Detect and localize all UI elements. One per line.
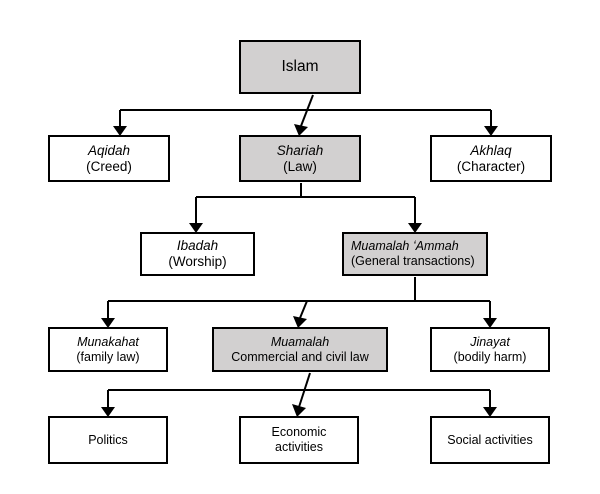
node-akhlaq-label-secondary: (Character)	[456, 158, 526, 174]
node-aqidah[interactable]: Aqidah (Creed)	[48, 135, 170, 182]
node-muamalah[interactable]: Muamalah Commercial and civil law	[212, 327, 388, 372]
edge-muamalah-ammah-to-muamalah	[299, 300, 308, 319]
node-islam[interactable]: Islam	[239, 40, 361, 94]
node-shariah-label-primary: Shariah	[276, 142, 324, 158]
node-politics[interactable]: Politics	[48, 416, 168, 464]
node-munakahat[interactable]: Munakahat (family law)	[48, 327, 168, 372]
node-ibadah[interactable]: Ibadah (Worship)	[140, 232, 255, 276]
node-muamalah-label-primary: Muamalah	[270, 334, 330, 349]
node-ibadah-label-secondary: (Worship)	[168, 254, 227, 269]
node-social-activities-label-primary: Social activities	[447, 432, 533, 447]
node-akhlaq[interactable]: Akhlaq (Character)	[430, 135, 552, 182]
node-muamalah-ammah[interactable]: Muamalah ʻAmmah (General transactions)	[342, 232, 488, 276]
edge-muamalah-to-economic-activities	[298, 372, 311, 408]
node-economic-activities[interactable]: Economic activities	[239, 416, 359, 464]
node-akhlaq-label-primary: Akhlaq	[470, 142, 512, 158]
node-munakahat-label-secondary: (family law)	[76, 349, 140, 364]
node-jinayat-label-primary: Jinayat	[470, 334, 510, 349]
node-munakahat-label-primary: Munakahat	[77, 334, 139, 349]
node-jinayat-label-secondary: (bodily harm)	[453, 349, 527, 364]
node-politics-label-primary: Politics	[88, 432, 128, 447]
node-aqidah-label-primary: Aqidah	[87, 142, 131, 158]
node-islam-label-primary: Islam	[281, 57, 319, 75]
node-economic-activities-label-secondary: activities	[275, 440, 323, 454]
node-muamalah-ammah-label-secondary: (General transactions)	[351, 254, 475, 268]
node-social-activities[interactable]: Social activities	[430, 416, 550, 464]
node-ibadah-label-primary: Ibadah	[176, 238, 219, 254]
node-economic-activities-label-primary: Economic	[271, 425, 327, 440]
edge-islam-to-shariah	[300, 94, 314, 127]
node-shariah-label-secondary: (Law)	[283, 158, 317, 174]
node-jinayat[interactable]: Jinayat (bodily harm)	[430, 327, 550, 372]
node-shariah[interactable]: Shariah (Law)	[239, 135, 361, 182]
node-muamalah-label-secondary: Commercial and civil law	[231, 349, 369, 364]
node-muamalah-ammah-label-primary: Muamalah ʻAmmah	[351, 239, 459, 254]
node-aqidah-label-secondary: (Creed)	[86, 158, 132, 174]
